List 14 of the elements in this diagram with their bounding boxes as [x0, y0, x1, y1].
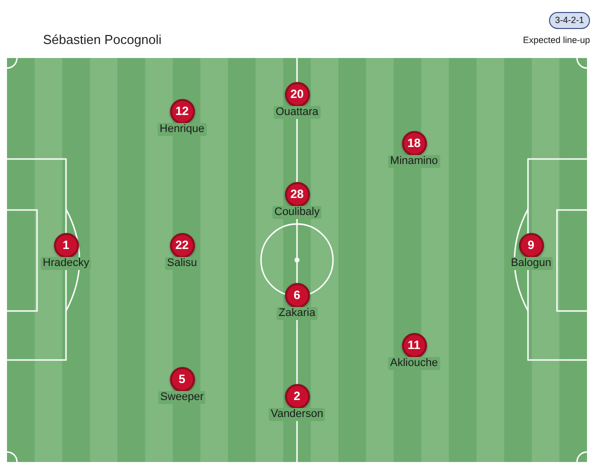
player-name: Hradecky	[40, 257, 92, 270]
player-name: Coulibaly	[272, 206, 322, 219]
player-name: Ouattara	[274, 106, 320, 119]
player-name: Zakaria	[276, 307, 318, 320]
player-name: Balogun	[508, 257, 554, 270]
player-name: Salisu	[165, 257, 199, 270]
formation-badge: 3-4-2-1	[548, 12, 590, 29]
player-name: Vanderson	[268, 408, 326, 421]
lineup-status: Expected line-up	[522, 35, 590, 45]
player-name: Sweeper	[158, 391, 206, 404]
player-name: Henrique	[158, 123, 206, 136]
player-name: Akliouche	[388, 357, 440, 370]
coach-name: Sébastien Pocognoli	[43, 32, 162, 47]
player-name: Minamino	[388, 155, 440, 168]
